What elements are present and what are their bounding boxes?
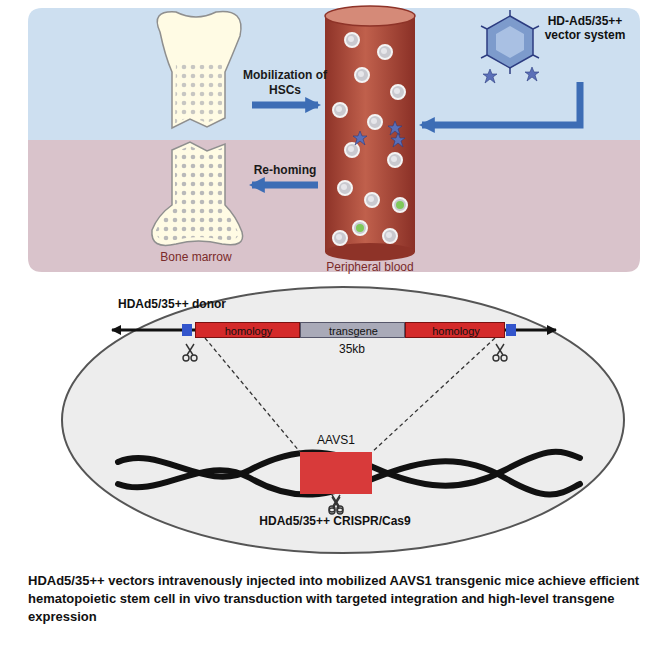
node-text: homology <box>406 324 506 338</box>
node-text: HDAd5/35++ donor <box>118 297 278 311</box>
flow-arrow <box>252 182 318 189</box>
scissors <box>183 344 197 361</box>
transgene-box: transgene <box>300 322 405 338</box>
scissors <box>326 495 346 515</box>
blood-vessel <box>325 6 415 261</box>
scissors <box>329 495 343 512</box>
bone <box>152 12 243 246</box>
itr <box>182 324 192 336</box>
flow-arrow <box>422 82 580 125</box>
node-text: Bone marrow <box>140 250 252 264</box>
adenovirus-vector <box>481 10 539 83</box>
caption: HDAd5/35++ vectors intravenously injecte… <box>28 572 640 626</box>
vessel-node: Peripheral blood <box>318 4 422 274</box>
edge-label: Mobilization of HSCs <box>243 68 327 97</box>
node-text: transgene <box>301 324 406 338</box>
vector-node: HD-Ad5/35++ vector system <box>488 8 636 82</box>
dashed-guide <box>372 338 495 452</box>
itr <box>506 324 516 336</box>
aavs1-locus: AAVS1 <box>300 452 372 494</box>
node-text: AAVS1 <box>290 433 382 447</box>
bone-node: Bone marrow <box>140 12 252 264</box>
homology-box: homology <box>405 322 505 338</box>
label: 35kb <box>322 342 382 356</box>
node-text: homology <box>196 324 301 338</box>
label: HDAd5/35++ CRISPR/Cas9 <box>190 514 480 528</box>
scissors <box>493 344 507 361</box>
ellipse-shape <box>62 287 624 553</box>
node-text: HD-Ad5/35++ vector system <box>536 14 634 43</box>
edge-label: Re-homing <box>243 163 327 177</box>
chromosome <box>118 452 580 495</box>
homology-box: homology <box>195 322 300 338</box>
dashed-guide <box>205 338 300 452</box>
flow-arrow <box>252 102 318 109</box>
node-text: Peripheral blood <box>318 260 422 274</box>
